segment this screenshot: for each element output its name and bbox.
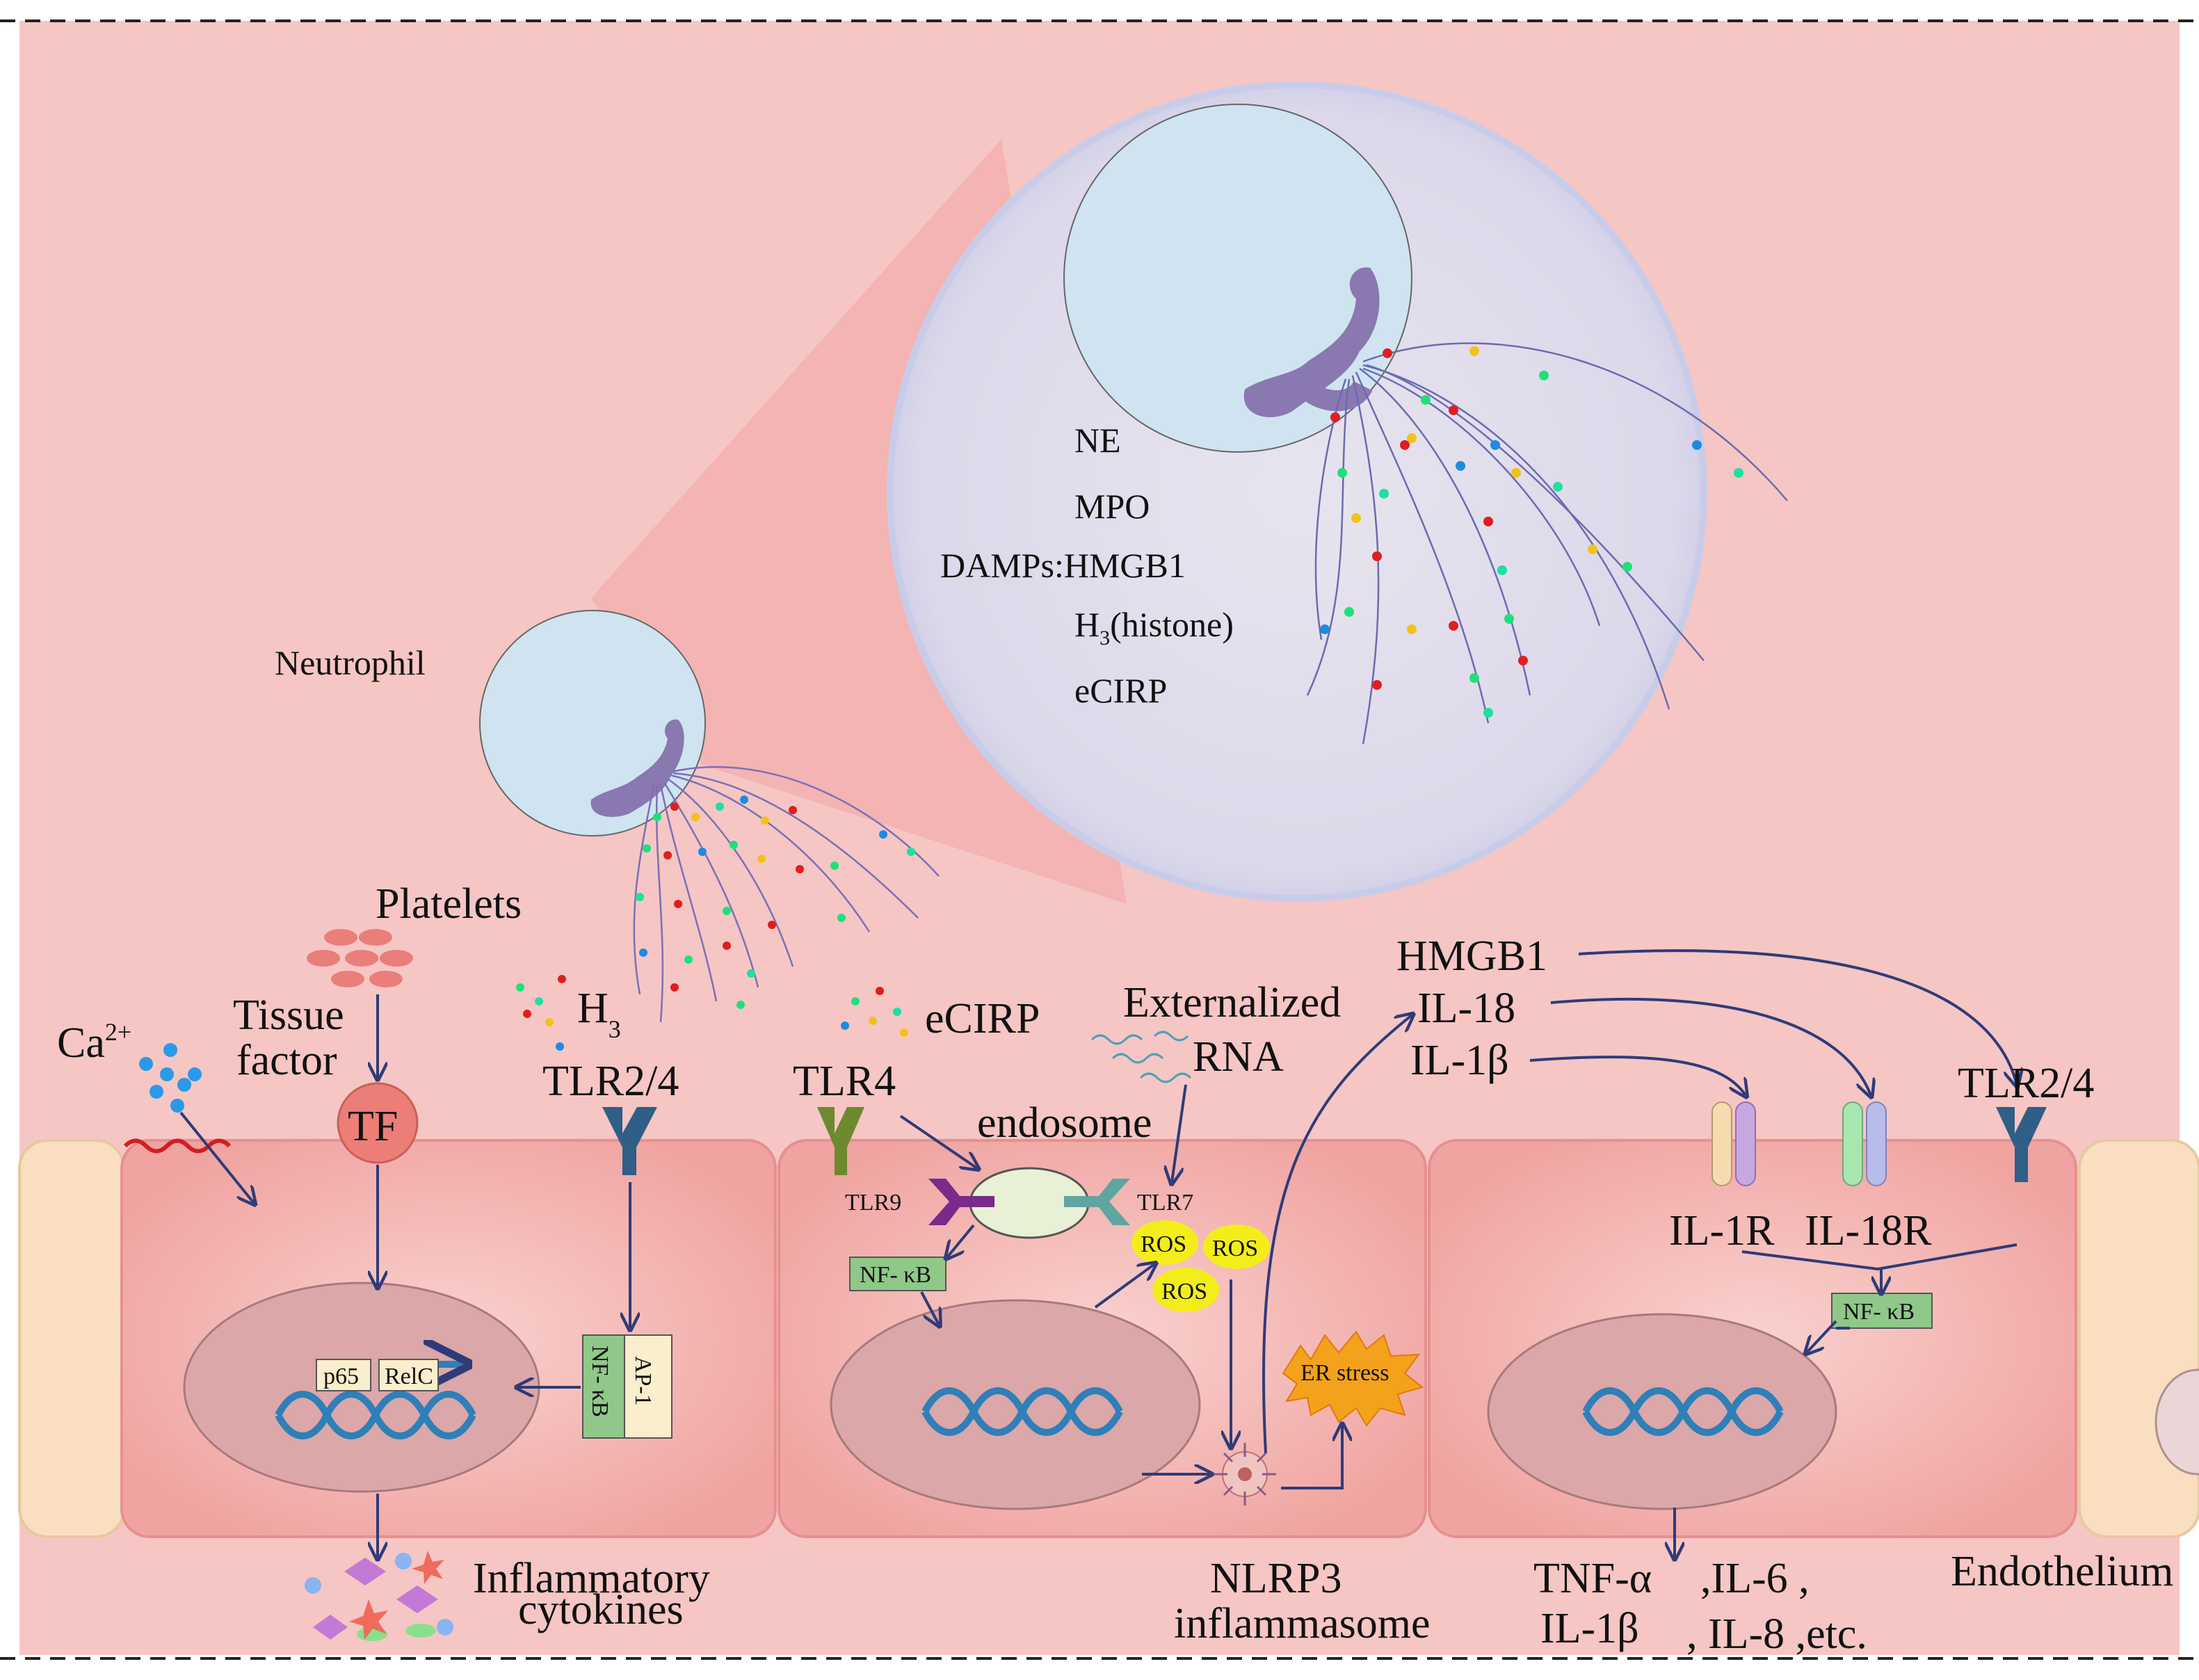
h3-particles <box>516 975 566 1051</box>
label-tlr7: TLR7 <box>1137 1190 1193 1215</box>
tf-receptor <box>337 1082 419 1164</box>
label-hmgb1: HMGB1 <box>1396 932 1547 980</box>
zoom-net-dots <box>1320 346 1743 718</box>
neutrophil-lobed-nucleus <box>590 719 684 817</box>
zoom-lobed-nucleus-tail <box>1300 380 1373 412</box>
label-tissue: Tissue <box>233 992 344 1039</box>
label-platelets: Platelets <box>376 880 522 928</box>
neighbor-cell-right-nucleus <box>2154 1368 2199 1476</box>
label-nlrp3: NLRP3 <box>1210 1555 1342 1602</box>
tlr7-receptor-icon <box>1064 1179 1130 1225</box>
label-externalized: Externalized <box>1123 979 1341 1026</box>
tlr9-receptor-icon <box>928 1179 994 1225</box>
label-tlr2-4-right: TLR2/4 <box>1958 1060 2094 1107</box>
nfkb-box-right <box>1831 1293 1933 1329</box>
label-ap1-vertical: AP-1 <box>630 1356 656 1406</box>
calcium-channel-wave <box>123 1138 232 1154</box>
ros-bubble-2 <box>1203 1225 1270 1269</box>
zoom-net-fibers <box>1306 342 1788 745</box>
il-1r-receptor-icon <box>1711 1101 1756 1186</box>
nfkb-box-middle <box>849 1257 947 1291</box>
neighbor-cell-left <box>18 1139 125 1538</box>
dna-icon-1 <box>275 1391 476 1439</box>
nfkb-box-vertical <box>582 1334 625 1439</box>
label-relc: RelC <box>385 1364 433 1389</box>
label-cytokines: cytokines <box>518 1586 684 1633</box>
label-er-stress: ER stress <box>1300 1360 1390 1386</box>
pathway-arrows <box>179 949 2017 1558</box>
label-endothelium: Endothelium <box>1951 1548 2173 1595</box>
tlr2-4-receptor-left-icon <box>602 1107 657 1175</box>
label-nfkb-middle: NF- κB <box>860 1262 931 1288</box>
ecirp-particles <box>841 987 908 1037</box>
label-tnf-alpha: TNF-α <box>1533 1555 1652 1602</box>
label-neutrophil: Neutrophil <box>275 643 426 682</box>
ap1-box-vertical <box>624 1334 672 1439</box>
ros-bubble-3 <box>1152 1268 1219 1312</box>
calcium-ions <box>139 1043 202 1113</box>
label-ros-2: ROS <box>1212 1236 1258 1261</box>
label-rna: RNA <box>1193 1033 1284 1081</box>
p65-box <box>316 1359 371 1391</box>
il-18r-receptor-icon <box>1842 1101 1887 1186</box>
label-nfkb-vertical: NF- κB <box>587 1346 613 1417</box>
label-h3-histone: H3(histone) <box>1074 605 1234 649</box>
zoom-lobed-nucleus <box>1243 267 1380 417</box>
label-ecirp-zoom: eCIRP <box>1074 671 1167 710</box>
label-p65: p65 <box>323 1364 359 1389</box>
label-il-1b-output: IL-1β <box>1540 1605 1639 1652</box>
receptor-convergence-lines <box>1741 1243 2017 1271</box>
externalized-rna-icon <box>1090 1031 1192 1083</box>
label-h3: H3 <box>577 985 621 1043</box>
nlrp3-inflammasome-icon <box>1214 1443 1276 1505</box>
label-endosome: endosome <box>977 1099 1152 1147</box>
label-il-1b: IL-1β <box>1410 1037 1509 1084</box>
tlr2-4-receptor-right-icon <box>1996 1107 2047 1182</box>
label-tf: TF <box>348 1103 398 1150</box>
neutrophil-net-fibers <box>633 766 940 1023</box>
label-il-6: ,IL-6 , <box>1700 1555 1810 1602</box>
label-il-18r: IL-18R <box>1805 1207 1932 1254</box>
dna-icon-3 <box>1582 1387 1784 1436</box>
label-factor: factor <box>236 1037 337 1084</box>
label-damps-hmgb1: DAMPs:HMGB1 <box>940 546 1186 585</box>
label-ca2plus: Ca2+ <box>57 1018 131 1067</box>
label-mpo: MPO <box>1074 487 1150 526</box>
label-il-1r: IL-1R <box>1669 1207 1775 1254</box>
neutrophil-net-dots <box>636 795 915 1009</box>
tlr4-receptor-icon <box>817 1107 864 1175</box>
nucleus-cell-3 <box>1487 1313 1837 1510</box>
er-stress-burst <box>1282 1330 1424 1427</box>
neighbor-cell-right <box>2078 1139 2199 1538</box>
label-inflammatory: Inflammatory <box>473 1555 710 1602</box>
label-tlr4: TLR4 <box>793 1058 896 1105</box>
label-ros-3: ROS <box>1161 1279 1207 1305</box>
platelets-icon <box>307 929 413 987</box>
label-nfkb-right: NF- κB <box>1843 1299 1915 1325</box>
label-tlr9: TLR9 <box>845 1190 901 1215</box>
label-ros-1: ROS <box>1141 1231 1186 1257</box>
label-ne: NE <box>1074 421 1121 460</box>
label-inflammasome: inflammasome <box>1174 1600 1430 1647</box>
label-ecirp: eCIRP <box>925 995 1040 1042</box>
label-il-18: IL-18 <box>1417 985 1515 1032</box>
ros-bubble-1 <box>1131 1220 1198 1265</box>
inflammatory-cytokines-icon <box>305 1551 453 1641</box>
dna-icon-2 <box>921 1387 1123 1436</box>
label-il-8: , IL-8 ,etc. <box>1686 1610 1867 1658</box>
label-tlr2-4-left: TLR2/4 <box>542 1058 679 1105</box>
relc-box <box>378 1359 439 1391</box>
